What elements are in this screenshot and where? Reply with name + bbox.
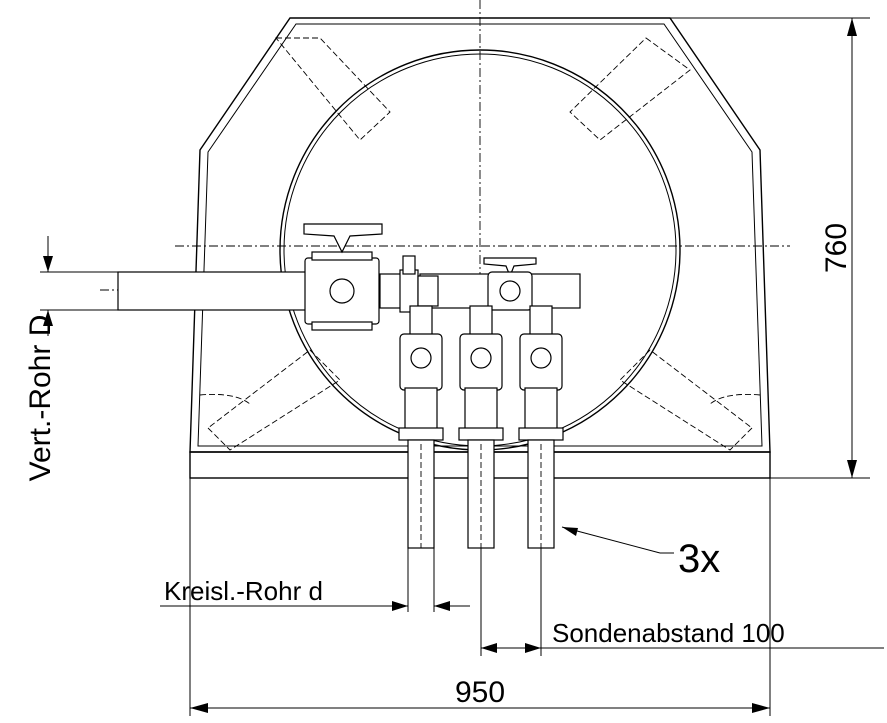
dim-height-label: 760	[820, 223, 853, 273]
dim-height: 760	[670, 17, 870, 479]
dim-probe-spacing: Sondenabstand 100	[480, 548, 884, 656]
main-valve-flange-bottom	[311, 321, 373, 331]
center-lines	[100, 0, 790, 470]
dim-loop-arrow-left	[392, 601, 408, 611]
probe-pipe-2	[458, 305, 504, 549]
callout-count: 3x	[561, 526, 720, 581]
rib-bottom-right	[619, 349, 753, 451]
dim-width-arrow-right	[752, 703, 770, 713]
dim-spacing-arrow-left	[481, 643, 497, 653]
manifold-valve-center	[499, 280, 521, 302]
probe-1-upper	[409, 305, 433, 337]
dim-spacing-label: Sondenabstand 100	[552, 618, 785, 648]
probe-pipe-3	[518, 305, 564, 549]
main-pipe	[117, 223, 581, 331]
probe-2-coupling	[458, 427, 504, 441]
dim-vert-label: Vert.-Rohr D	[24, 315, 57, 482]
fitting-3	[417, 275, 439, 307]
dim-loop-pipe: Kreisl.-Rohr d	[160, 548, 470, 612]
fitting-1	[379, 273, 403, 309]
rib-bottom-left	[207, 349, 341, 451]
probe-1-fitting	[404, 387, 438, 433]
probe-2-valve-ball	[470, 347, 492, 369]
vert-pipe-left	[117, 271, 319, 311]
dim-width-label: 950	[455, 676, 505, 709]
dim-vert-pipe: Vert.-Rohr D	[24, 236, 118, 481]
callout-count-leader	[561, 526, 661, 554]
vent-plug	[402, 255, 416, 275]
dim-height-arrow-top	[847, 18, 857, 36]
probe-3-valve-ball	[530, 347, 552, 369]
rib-top-right	[569, 37, 691, 141]
probe-pipes	[398, 305, 564, 549]
main-valve-ball	[329, 278, 355, 304]
main-valve-handle	[303, 223, 383, 254]
dim-vert-arrow-top	[43, 256, 53, 272]
rib-top-left	[275, 37, 391, 141]
dim-vert-arrow-bottom	[43, 310, 53, 326]
probe-pipe-1	[398, 305, 444, 549]
dim-width-arrow-left	[190, 703, 208, 713]
dim-spacing-arrow-right	[525, 643, 541, 653]
probe-2-upper	[469, 305, 493, 337]
callout-count-label: 3x	[678, 537, 720, 581]
probe-2-fitting	[464, 387, 498, 433]
shaft-outer-inner	[197, 23, 763, 447]
dim-width: 950	[189, 478, 771, 716]
probe-3-coupling	[518, 427, 564, 441]
probe-3-fitting	[524, 387, 558, 433]
dim-loop-label: Kreisl.-Rohr d	[164, 576, 323, 606]
dim-height-arrow-bottom	[847, 460, 857, 478]
probe-1-coupling	[398, 427, 444, 441]
probe-1-valve-ball	[410, 347, 432, 369]
callout-count-arrow	[562, 527, 578, 536]
support-ribs	[199, 37, 761, 451]
rib-arc-right	[709, 393, 761, 405]
rib-arc-left	[199, 393, 251, 405]
dim-loop-arrow-right	[434, 601, 450, 611]
probe-3-upper	[529, 305, 553, 337]
manifold-valve-handle	[483, 257, 537, 278]
